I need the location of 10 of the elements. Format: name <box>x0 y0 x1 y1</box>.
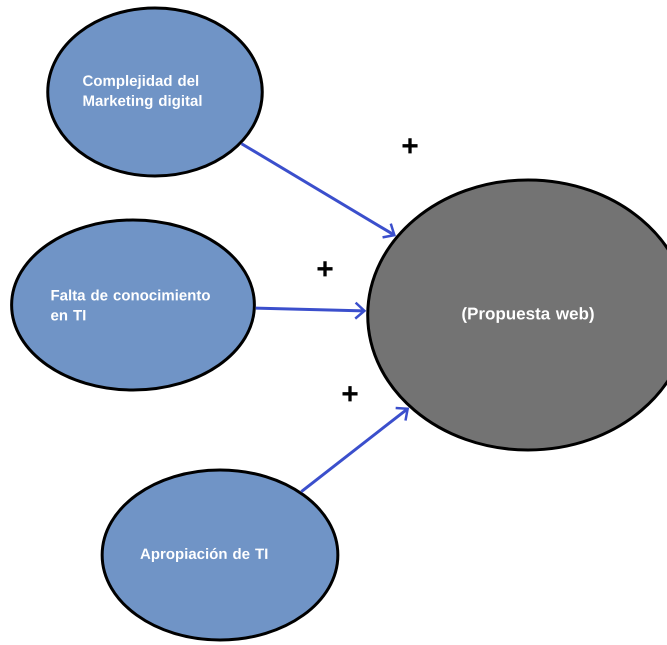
edge-label: + <box>318 261 333 276</box>
ellipse-node: Falta de conocimiento en TI <box>10 218 256 392</box>
edge-label: + <box>402 138 418 154</box>
ellipse-node: Apropiación de TI <box>100 468 340 642</box>
arrow <box>256 302 366 320</box>
arrow <box>300 406 410 493</box>
ellipse-node: Complejidad del Marketing digital <box>46 6 264 178</box>
edge-label: + <box>342 386 358 402</box>
arrow <box>240 142 396 239</box>
ellipse-node: (Propuesta web) <box>366 178 667 452</box>
